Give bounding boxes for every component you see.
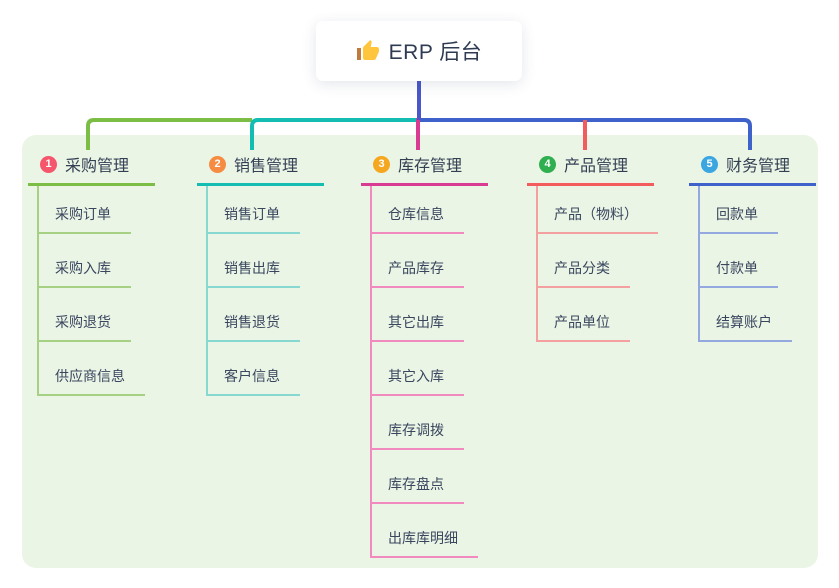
branch-sales: 2 销售管理 销售订单 销售出库 销售退货 客户信息	[197, 152, 325, 396]
branch-header-sales[interactable]: 2 销售管理	[197, 152, 325, 186]
branch-header-finance[interactable]: 5 财务管理	[689, 152, 817, 186]
branch-children-sales: 销售订单 销售出库 销售退货 客户信息	[206, 186, 324, 396]
branch-children-inventory: 仓库信息 产品库存 其它出库 其它入库 库存调拨 库存盘点 出库库明细	[370, 186, 488, 558]
badge-4-icon: 4	[539, 155, 556, 173]
tree-node[interactable]: 采购入库	[39, 258, 131, 288]
branch-label: 产品管理	[564, 158, 629, 175]
branch-label: 销售管理	[234, 158, 299, 175]
tree-node[interactable]: 销售订单	[208, 204, 300, 234]
root-node-title: ERP 后台	[388, 41, 483, 64]
badge-3-icon: 3	[373, 155, 390, 173]
tree-node[interactable]: 销售退货	[208, 312, 300, 342]
branch-header-purchase[interactable]: 1 采购管理	[28, 152, 156, 186]
tree-node[interactable]: 结算账户	[700, 312, 792, 342]
tree-node[interactable]: 产品（物料）	[538, 204, 658, 234]
badge-5-icon: 5	[701, 155, 718, 173]
tree-node[interactable]: 库存盘点	[372, 474, 464, 504]
branch-product: 4 产品管理 产品（物料） 产品分类 产品单位	[527, 152, 658, 342]
tree-node[interactable]: 采购订单	[39, 204, 131, 234]
branch-purchase: 1 采购管理 采购订单 采购入库 采购退货 供应商信息	[28, 152, 156, 396]
tree-node[interactable]: 仓库信息	[372, 204, 464, 234]
branch-inventory: 3 库存管理 仓库信息 产品库存 其它出库 其它入库 库存调拨 库存盘点 出库库…	[361, 152, 489, 558]
branch-label: 采购管理	[65, 158, 130, 175]
tree-node[interactable]: 产品库存	[372, 258, 464, 288]
branch-children-product: 产品（物料） 产品分类 产品单位	[536, 186, 658, 342]
tree-node[interactable]: 出库库明细	[372, 528, 478, 558]
badge-2-icon: 2	[209, 155, 226, 173]
tree-node[interactable]: 其它入库	[372, 366, 464, 396]
branch-children-purchase: 采购订单 采购入库 采购退货 供应商信息	[37, 186, 155, 396]
tree-node[interactable]: 产品单位	[538, 312, 630, 342]
branch-label: 财务管理	[726, 158, 791, 175]
branch-finance: 5 财务管理 回款单 付款单 结算账户	[689, 152, 817, 342]
branch-header-inventory[interactable]: 3 库存管理	[361, 152, 489, 186]
tree-node[interactable]: 产品分类	[538, 258, 630, 288]
root-node-erp[interactable]: ERP 后台	[316, 21, 522, 81]
branch-children-finance: 回款单 付款单 结算账户	[698, 186, 816, 342]
branch-label: 库存管理	[398, 158, 463, 175]
tree-node[interactable]: 客户信息	[208, 366, 300, 396]
tree-node[interactable]: 采购退货	[39, 312, 131, 342]
tree-node[interactable]: 回款单	[700, 204, 778, 234]
tree-node[interactable]: 付款单	[700, 258, 778, 288]
branch-header-product[interactable]: 4 产品管理	[527, 152, 655, 186]
tree-node[interactable]: 销售出库	[208, 258, 300, 288]
branches-background-panel	[22, 135, 818, 568]
tree-node[interactable]: 供应商信息	[39, 366, 145, 396]
tree-node[interactable]: 其它出库	[372, 312, 464, 342]
thumbs-up-icon	[356, 40, 379, 60]
tree-node[interactable]: 库存调拨	[372, 420, 464, 450]
badge-1-icon: 1	[40, 155, 57, 173]
